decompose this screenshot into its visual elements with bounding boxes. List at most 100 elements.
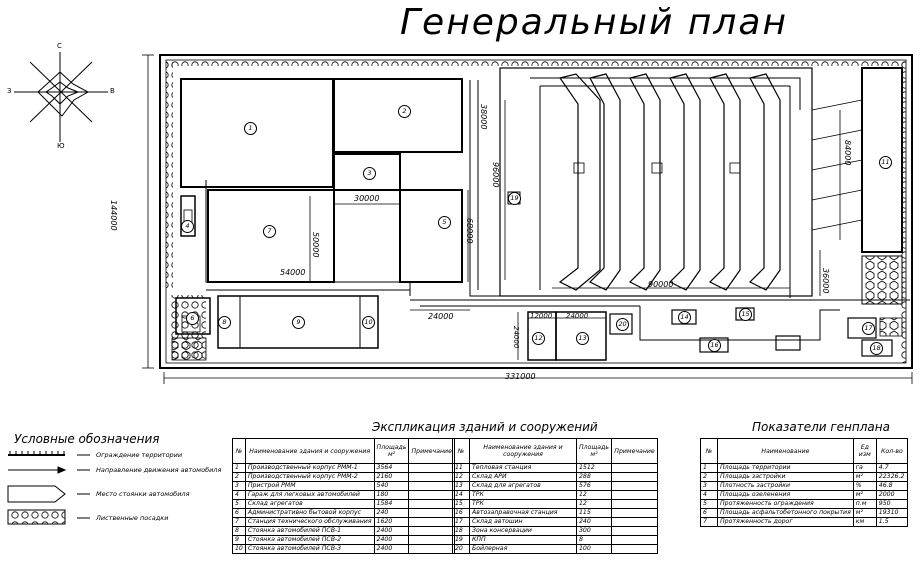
table-cell: га: [852, 463, 877, 473]
table-cell: Гараж для легковых автомобилей: [244, 490, 375, 500]
building-number-label: 4: [181, 220, 194, 233]
table-cell: [408, 499, 455, 509]
building-number-label: 3: [363, 167, 376, 180]
table-cell: 12: [452, 472, 470, 482]
table-cell: Административно бытовой корпус: [244, 508, 375, 518]
dim-24000-b: 24000: [566, 312, 589, 320]
table-cell: 2000: [875, 490, 909, 500]
table-cell: 1: [232, 463, 246, 473]
table-cell: 2400: [373, 544, 410, 554]
table-cell: [611, 544, 658, 554]
table-cell: Площадь застройки: [717, 472, 854, 482]
table-cell: Площадь асфальтобетонного покрытия: [717, 508, 854, 518]
building-number-label: 18: [870, 342, 883, 355]
building-4: [180, 195, 196, 237]
table-cell: Автозаправочная станция: [469, 508, 577, 518]
table-cell: 14: [452, 490, 470, 500]
table-cell: [408, 481, 455, 491]
legend-title: Условные обозначения: [14, 432, 160, 446]
table-cell: Производственный корпус РММ-1: [244, 463, 375, 473]
explication-table-left: № Наименование здания и сооружения Площа…: [232, 438, 455, 554]
table-cell: 12: [576, 490, 612, 500]
table-cell: Протяженность ограждения: [717, 499, 854, 509]
table-cell: 1620: [373, 517, 410, 527]
table-cell: 1.5: [875, 517, 909, 527]
table-cell: Тепловая станция: [469, 463, 577, 473]
table-cell: [611, 508, 658, 518]
table-cell: [611, 463, 658, 473]
table-cell: Стоянка автомобилей ПСВ-2: [244, 535, 375, 545]
table-cell: 2: [700, 472, 718, 482]
building-number-label: 7: [263, 225, 276, 238]
table-cell: 22326.2: [875, 472, 909, 482]
table-cell: Склад для агрегатов: [469, 481, 577, 491]
building-1: [180, 78, 334, 188]
table-cell: м²: [852, 472, 877, 482]
table-cell: 4: [700, 490, 718, 500]
building-number-label: 6: [186, 312, 199, 325]
table-cell: Площадь озеленения: [717, 490, 854, 500]
table-cell: 19: [452, 535, 470, 545]
table-cell: [611, 472, 658, 482]
table-cell: 18: [452, 526, 470, 536]
building-number-label: 14: [678, 311, 691, 324]
col-header: Ед изм: [852, 438, 877, 464]
table-cell: [611, 526, 658, 536]
legend-trees: Лиственные посадки: [96, 514, 169, 522]
table-cell: 17: [452, 517, 470, 527]
legend-direction: Направление движения автомобиля: [96, 466, 222, 474]
table-cell: км: [852, 517, 877, 527]
table-cell: 5: [700, 499, 718, 509]
table-cell: Бойлерная: [469, 544, 577, 554]
building-20: [609, 313, 633, 335]
table-cell: Стоянка автомобилей ПСВ-3: [244, 544, 375, 554]
col-header: Примечание: [408, 438, 455, 464]
col-header: Примечание: [611, 438, 658, 464]
table-cell: 540: [373, 481, 410, 491]
table-cell: Склад АРИ: [469, 472, 577, 482]
table-cell: 300: [576, 526, 612, 536]
table-cell: КПП: [469, 535, 577, 545]
table-cell: 9: [232, 535, 246, 545]
table-cell: 46.8: [875, 481, 909, 491]
table-cell: Производственный корпус РММ-2: [244, 472, 375, 482]
dim-24000-a: 24000: [428, 312, 454, 321]
table-cell: 10: [232, 544, 246, 554]
table-cell: п.м: [852, 499, 877, 509]
table-cell: 2160: [373, 472, 410, 482]
table-cell: м²: [852, 508, 877, 518]
dim-12000: 12000: [530, 312, 553, 320]
table-cell: ТРК: [469, 490, 577, 500]
table-cell: Стоянка автомобилей ПСВ-1: [244, 526, 375, 536]
dim-total-width: 331000: [505, 372, 536, 381]
table-cell: 1: [700, 463, 718, 473]
building-6: [175, 297, 211, 335]
col-header: №: [452, 438, 470, 464]
dim-84000: 84000: [843, 140, 852, 166]
table-cell: 950: [875, 499, 909, 509]
building-number-label: 9: [292, 316, 305, 329]
legend-parking: Место стоянки автомобиля: [96, 490, 190, 498]
table-cell: Плотность застройки: [717, 481, 854, 491]
table-cell: 1512: [576, 463, 612, 473]
building-number-label: 19: [508, 192, 521, 205]
site-boundary: [159, 54, 913, 369]
table-cell: 20: [452, 544, 470, 554]
table-cell: 240: [576, 517, 612, 527]
col-header: Кол-во: [875, 438, 909, 464]
table-cell: [611, 499, 658, 509]
legend-fence: Ограждение территории: [96, 451, 183, 459]
col-header: №: [232, 438, 246, 464]
